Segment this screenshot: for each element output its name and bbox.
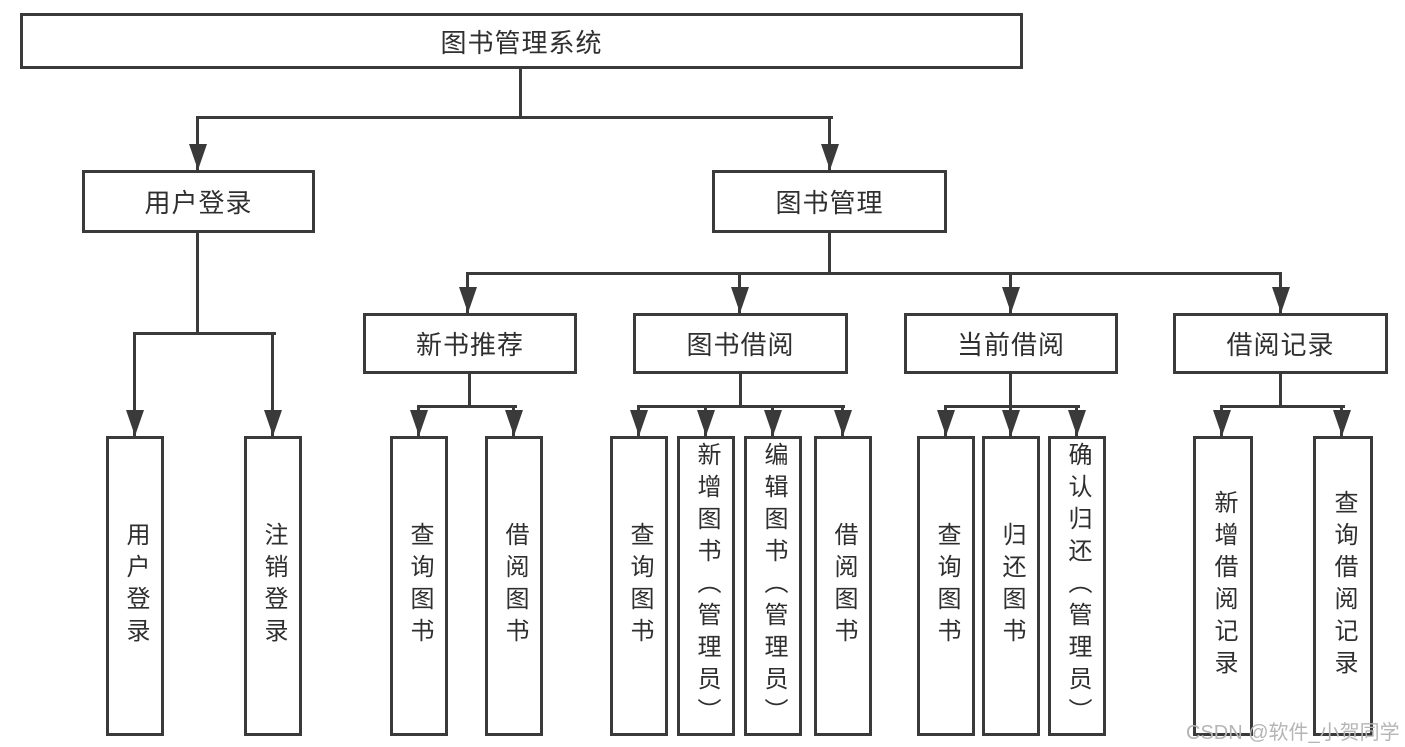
node-label: 图书管理系统 [440,27,603,58]
node-label: 图书管理 [775,188,884,218]
arrow-down-icon [764,410,782,436]
leaf-edit-book-admin: 编辑图书（管理员） [744,436,802,736]
connector-line [1220,405,1345,408]
leaf-query-borrow-record: 查询借阅记录 [1313,436,1373,736]
leaf-confirm-return-admin: 确认归还（管理员） [1048,436,1106,736]
leaf-label: 查询图书 [626,522,653,650]
arrow-down-icon [505,410,523,436]
arrow-down-icon [821,144,839,170]
arrow-down-icon [410,410,428,436]
leaf-label: 归还图书 [998,522,1025,650]
connector-line [1279,374,1282,408]
leaf-label: 注销登录 [260,522,287,650]
arrow-down-icon [731,287,749,313]
arrow-down-icon [630,410,648,436]
node-borrow-records: 借阅记录 [1173,313,1388,374]
arrow-down-icon [1002,410,1020,436]
connector-line [828,233,831,275]
arrow-down-icon [937,410,955,436]
node-label: 当前借阅 [956,330,1065,360]
node-library-system: 图书管理系统 [20,13,1023,69]
leaf-borrow-book: 借阅图书 [814,436,872,736]
connector-line [828,116,831,170]
leaf-return-book: 归还图书 [982,436,1040,736]
leaf-label: 借阅图书 [830,522,857,650]
connector-line [196,116,833,119]
connector-line [1009,374,1012,408]
arrow-down-icon [189,144,207,170]
arrow-down-icon [697,410,715,436]
node-current-borrow: 当前借阅 [904,313,1118,374]
arrow-down-icon [459,287,477,313]
connector-line [468,374,471,408]
connector-line [133,332,276,335]
leaf-borrow-book-recommend: 借阅图书 [485,436,543,736]
leaf-query-book-current: 查询图书 [917,436,975,736]
leaf-label: 查询图书 [406,522,433,650]
leaf-label: 借阅图书 [501,522,528,650]
arrow-down-icon [126,410,144,436]
leaf-label: 新增借阅记录 [1210,490,1237,682]
node-new-book-recommend: 新书推荐 [363,313,577,374]
connector-line [944,405,1080,408]
arrow-down-icon [1002,287,1020,313]
connector-line [466,272,1282,275]
csdn-watermark: CSDN @软件_小贺同学 [1186,722,1400,744]
arrow-down-icon [834,410,852,436]
node-book-borrow: 图书借阅 [633,313,848,374]
leaf-add-book-admin: 新增图书（管理员） [677,436,735,736]
leaf-add-borrow-record: 新增借阅记录 [1193,436,1253,736]
leaf-logout: 注销登录 [244,436,302,736]
leaf-user-login: 用户登录 [106,436,164,736]
leaf-label: 查询借阅记录 [1330,490,1357,682]
node-label: 借阅记录 [1226,330,1335,360]
node-book-management: 图书管理 [712,170,947,233]
leaf-label: 新增图书（管理员） [693,442,720,730]
connector-line [271,332,274,436]
node-label: 新书推荐 [415,330,524,360]
arrow-down-icon [1272,287,1290,313]
connector-line [519,69,522,119]
connector-line [133,332,136,436]
connector-line [196,233,199,335]
connector-line [637,405,845,408]
connector-line [739,374,742,408]
arrow-down-icon [1333,410,1351,436]
connector-line [417,405,517,408]
node-label: 图书借阅 [686,330,795,360]
node-user-login: 用户登录 [82,170,315,233]
connector-line [196,116,199,170]
leaf-query-book-borrow: 查询图书 [610,436,668,736]
arrow-down-icon [1068,410,1086,436]
arrow-down-icon [1213,410,1231,436]
leaf-query-book-recommend: 查询图书 [390,436,448,736]
arrow-down-icon [264,410,282,436]
node-label: 用户登录 [144,188,253,218]
leaf-label: 用户登录 [122,522,149,650]
leaf-label: 查询图书 [933,522,960,650]
leaf-label: 编辑图书（管理员） [760,442,787,730]
leaf-label: 确认归还（管理员） [1064,442,1091,730]
